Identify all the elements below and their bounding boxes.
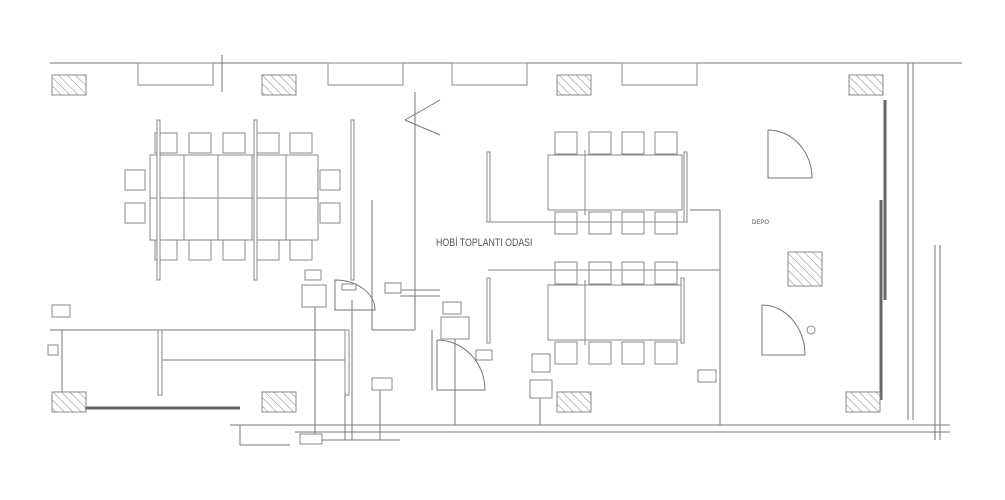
- room-label-hobby-meeting-room: HOBİ TOPLANTI ODASI: [436, 237, 533, 249]
- right-meeting-tables: [486, 131, 720, 365]
- doors: [334, 129, 813, 391]
- windows: [137, 62, 698, 86]
- room-label-storage: DEPO: [752, 220, 770, 226]
- equipment-boxes: [47, 269, 816, 445]
- left-meeting-table: [124, 119, 355, 396]
- columns: [51, 74, 884, 413]
- walls: [50, 55, 962, 446]
